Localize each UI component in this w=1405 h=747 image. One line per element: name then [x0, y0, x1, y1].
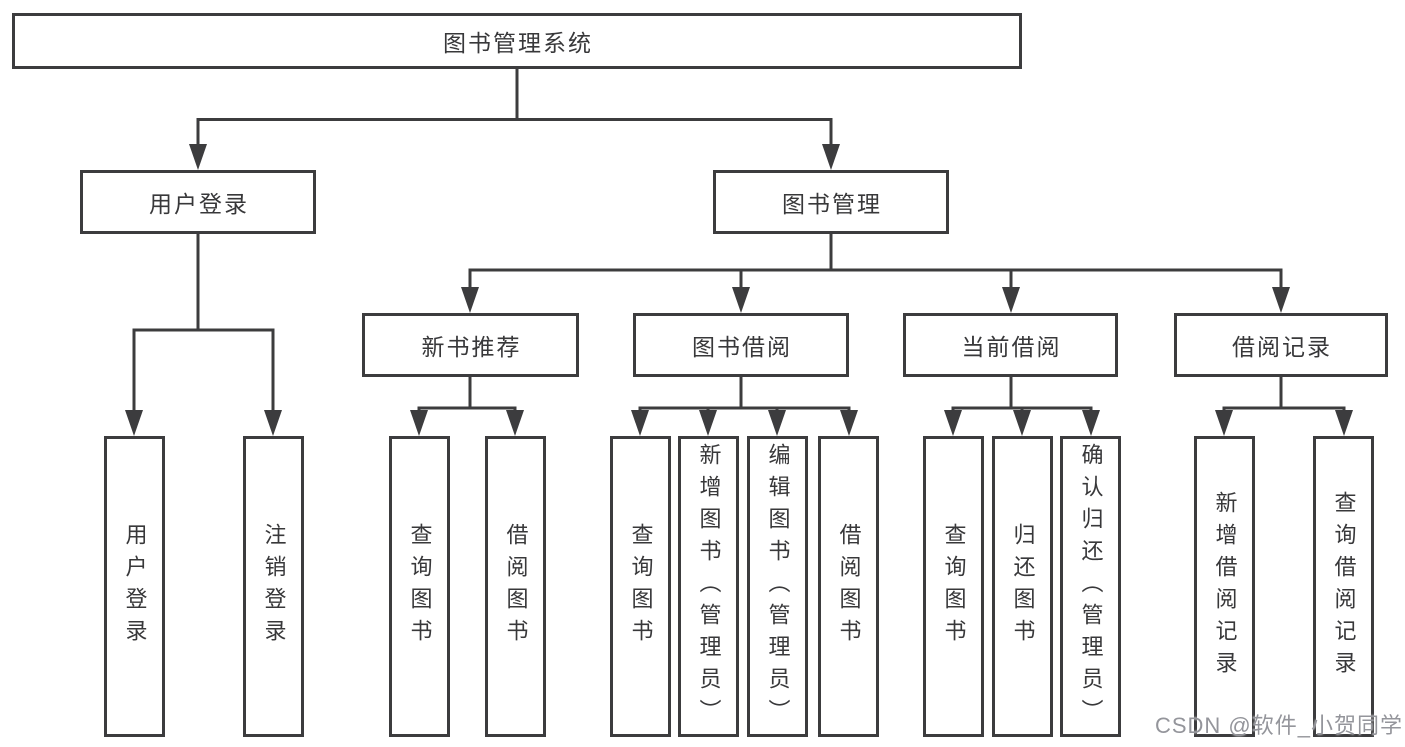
leaf-user-login-label: 用户登录 [122, 522, 148, 651]
leaf-query-books-borrow-label: 查询图书 [628, 522, 654, 651]
leaf-return-books-label: 归还图书 [1010, 522, 1036, 651]
leaf-add-borrow-record: 新增借阅记录 [1194, 436, 1255, 737]
node-current-borrow: 当前借阅 [903, 313, 1118, 377]
leaf-borrow-books: 借阅图书 [818, 436, 879, 737]
node-book-borrow: 图书借阅 [633, 313, 849, 377]
node-new-book-recommend-label: 新书推荐 [421, 334, 522, 360]
connector-borrow-records [1215, 377, 1353, 436]
leaf-query-books-current-label: 查询图书 [941, 522, 967, 651]
node-user-login: 用户登录 [80, 170, 316, 234]
leaf-borrow-books-recommend: 借阅图书 [485, 436, 546, 737]
connector-new-book-recommend [410, 377, 524, 436]
leaf-edit-book-admin: 编辑图书（管理员） [747, 436, 808, 737]
leaf-confirm-return-admin-label: 确认归还（管理员） [1078, 442, 1104, 731]
node-borrow-records-label: 借阅记录 [1232, 334, 1332, 360]
leaf-borrow-books-label: 借阅图书 [836, 522, 862, 651]
leaf-user-login: 用户登录 [104, 436, 165, 737]
node-book-management: 图书管理 [713, 170, 949, 234]
node-root-label: 图书管理系统 [443, 30, 593, 56]
leaf-query-books-current: 查询图书 [923, 436, 984, 737]
node-borrow-records: 借阅记录 [1174, 313, 1388, 377]
connector-book-management [461, 233, 1290, 313]
leaf-query-books-recommend-label: 查询图书 [407, 522, 433, 651]
connector-current-borrow [944, 377, 1100, 436]
node-book-management-label: 图书管理 [782, 191, 882, 217]
leaf-query-borrow-record: 查询借阅记录 [1313, 436, 1374, 737]
leaf-add-book-admin: 新增图书（管理员） [678, 436, 739, 737]
node-user-login-label: 用户登录 [149, 191, 249, 217]
leaf-add-borrow-record-label: 新增借阅记录 [1212, 490, 1238, 683]
leaf-edit-book-admin-label: 编辑图书（管理员） [765, 442, 791, 731]
leaf-query-books-borrow: 查询图书 [610, 436, 671, 737]
leaf-borrow-books-recommend-label: 借阅图书 [503, 522, 529, 651]
leaf-logout-label: 注销登录 [261, 522, 287, 651]
connector-user-login [125, 233, 282, 436]
leaf-add-book-admin-label: 新增图书（管理员） [696, 442, 722, 731]
connector-root [189, 68, 840, 170]
leaf-confirm-return-admin: 确认归还（管理员） [1060, 436, 1121, 737]
node-root: 图书管理系统 [12, 13, 1022, 69]
node-new-book-recommend: 新书推荐 [362, 313, 579, 377]
node-current-borrow-label: 当前借阅 [961, 334, 1062, 360]
connector-book-borrow [631, 377, 858, 436]
leaf-return-books: 归还图书 [992, 436, 1053, 737]
watermark: CSDN @软件_小贺同学 [1154, 713, 1403, 738]
node-book-borrow-label: 图书借阅 [692, 334, 792, 360]
leaf-logout: 注销登录 [243, 436, 304, 737]
leaf-query-borrow-record-label: 查询借阅记录 [1331, 490, 1357, 683]
leaf-query-books-recommend: 查询图书 [389, 436, 450, 737]
